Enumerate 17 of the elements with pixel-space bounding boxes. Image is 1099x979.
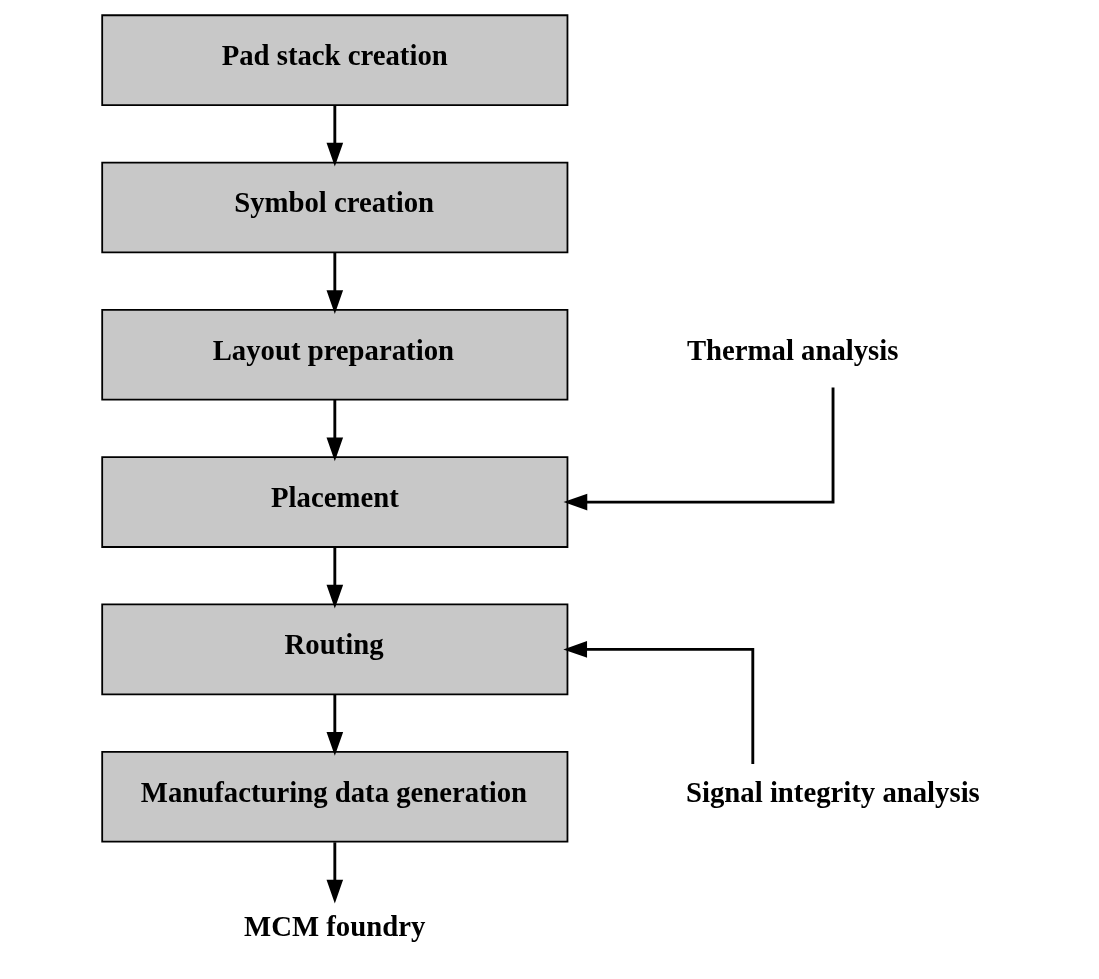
arrow (563, 387, 835, 511)
node-text: Signal integrity analysis (686, 775, 980, 808)
arrow (326, 105, 344, 167)
node-box: Layout preparation (101, 308, 569, 401)
arrow (326, 842, 344, 904)
node-text: Thermal analysis (686, 333, 899, 366)
node-box: Symbol creation (101, 161, 569, 254)
arrow (326, 547, 344, 609)
node-box: Routing (101, 603, 569, 696)
node-box: Manufacturing data generation (101, 750, 569, 843)
arrow (326, 399, 344, 462)
arrow (326, 252, 344, 314)
arrow (563, 641, 755, 764)
arrow (326, 694, 344, 756)
node-box: Pad stack creation (101, 14, 569, 106)
node-text: MCM foundry (244, 910, 426, 943)
node-box: Placement (101, 456, 569, 548)
